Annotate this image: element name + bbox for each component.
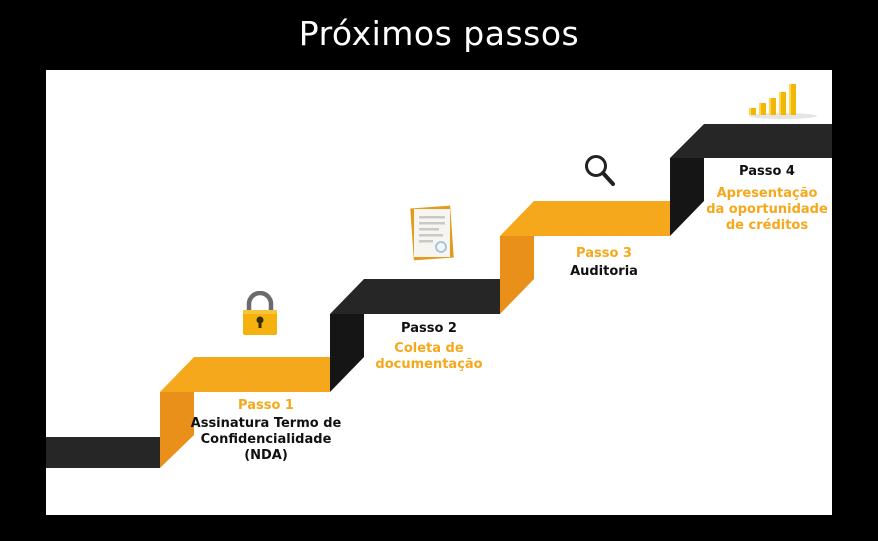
bar-chart-icon — [749, 84, 817, 119]
step-4-text: Apresentação da oportunidade de créditos — [706, 186, 828, 233]
step-3-label: Passo 3 — [576, 246, 632, 261]
step-1: Passo 1 Assinatura Termo de Confidencial… — [190, 398, 342, 464]
step-3: Passo 3 Auditoria — [546, 246, 662, 280]
document-icon — [410, 205, 454, 261]
step-1-label: Passo 1 — [238, 398, 294, 413]
step-1-text: Assinatura Termo de Confidencialidade (N… — [190, 416, 342, 463]
staircase-graphic — [46, 124, 832, 468]
step-4-label: Passo 4 — [739, 164, 795, 179]
step-3-text: Auditoria — [570, 264, 638, 279]
step-1-riser — [160, 392, 194, 468]
step-2-label: Passo 2 — [401, 321, 457, 336]
step-3-riser — [500, 236, 534, 314]
step-4-tread — [670, 124, 832, 158]
step-2-tread — [330, 279, 500, 314]
step-4-riser — [670, 158, 704, 236]
magnifier-icon — [585, 155, 615, 186]
step-1-tread-front — [194, 357, 330, 392]
step-3-tread — [500, 201, 670, 236]
staircase-panel: Passo 1 Assinatura Termo de Confidencial… — [46, 70, 832, 515]
step-2-text: Coleta de documentação — [375, 341, 483, 372]
floor-band — [46, 437, 160, 468]
step-4: Passo 4 Apresentação da oportunidade de … — [706, 164, 828, 234]
step-2: Passo 2 Coleta de documentação — [366, 321, 492, 373]
page-title: Próximos passos — [298, 14, 580, 53]
step-2-riser — [330, 314, 364, 392]
lock-icon — [243, 291, 277, 335]
